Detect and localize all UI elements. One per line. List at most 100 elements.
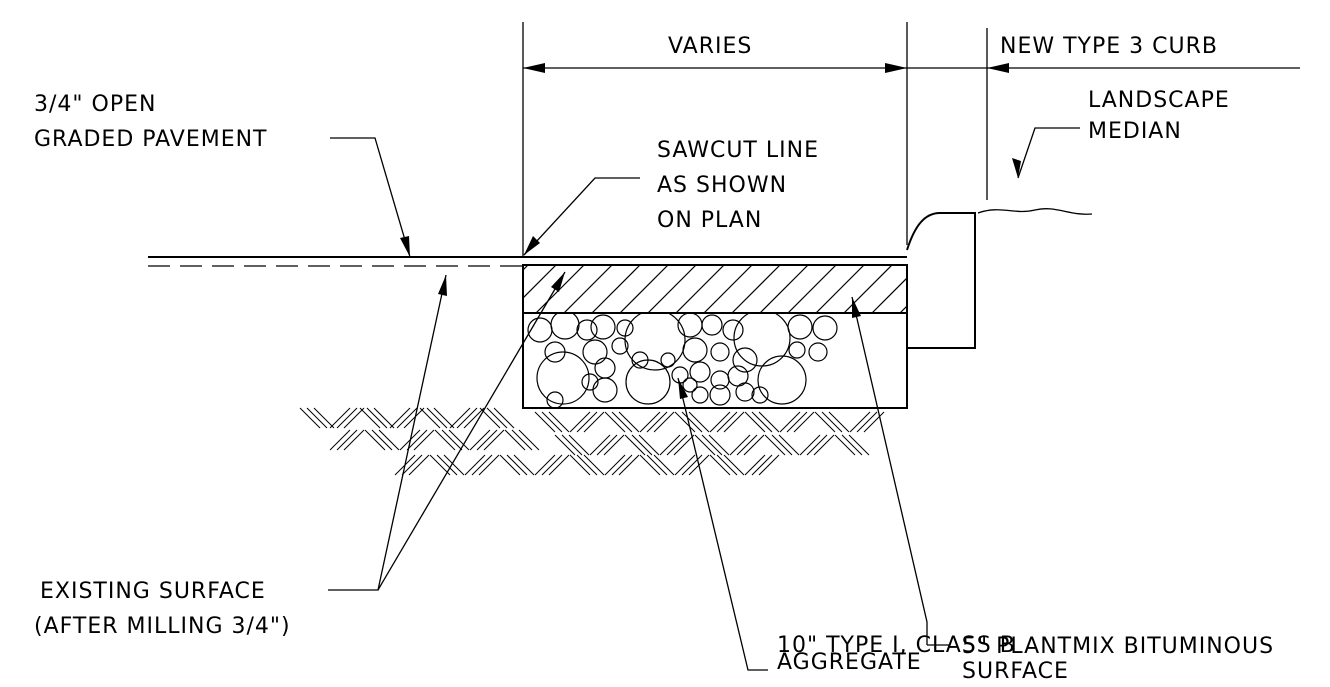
asphalt-hatch-line (956, 265, 1004, 313)
subgrade-hatch-cell (499, 454, 535, 476)
aggregate-stone (733, 313, 791, 367)
asphalt-hatch-line (871, 277, 907, 313)
landscape-label-line1: LANDSCAPE (1088, 88, 1230, 113)
asphalt-hatch-line (591, 265, 641, 313)
aggregate-stone (625, 359, 671, 405)
aggregate-stone (660, 352, 676, 368)
subgrade-hatch-cell (709, 454, 745, 476)
aggregate-stone (808, 342, 828, 362)
asphalt-hatch-line (675, 265, 725, 313)
subgrade-hatch-cell (394, 454, 430, 476)
aggregate-stone (812, 315, 838, 341)
aggregate-stone (710, 370, 730, 390)
subgrade-hatch-cell (674, 454, 710, 476)
dimension-varies: VARIES NEW TYPE 3 CURB (522, 22, 1300, 258)
subgrade-hatch-cell (479, 407, 515, 429)
plantmix-label-line2: SURFACE (962, 659, 1069, 684)
plantmix-asphalt-layer (522, 264, 1004, 314)
subgrade-hatch-cell (659, 434, 695, 456)
subgrade-hatch-cell (554, 434, 590, 456)
aggregate-stone (550, 313, 580, 340)
aggregate-stone (536, 351, 590, 405)
subgrade-hatch-cell (534, 454, 570, 476)
subgrade-hatch (299, 407, 885, 476)
subgrade-hatch-cell (779, 411, 815, 433)
subgrade-hatch-cell (639, 411, 675, 433)
aggregate-stone (682, 377, 698, 393)
aggregate-stone (594, 357, 616, 379)
new-curb-label: NEW TYPE 3 CURB (1000, 34, 1218, 59)
subgrade-hatch-cell (399, 429, 435, 451)
subgrade-hatch-cell (429, 454, 465, 476)
subgrade-hatch-cell (569, 454, 605, 476)
asphalt-hatch-line (928, 265, 976, 313)
aggregate-stone (611, 337, 629, 355)
aggregate-label-line2: AGGREGATE (777, 650, 922, 675)
open-graded-label-line1: 3/4" OPEN (34, 92, 156, 117)
subgrade-hatch-cell (799, 434, 835, 456)
sawcut-label-line1: SAWCUT LINE (657, 138, 819, 163)
subgrade-hatch-cell (624, 434, 660, 456)
asphalt-hatch-line (759, 265, 809, 313)
asphalt-hatch-line (731, 265, 781, 313)
subgrade-hatch-cell (329, 429, 365, 451)
subgrade-hatch-cell (569, 411, 605, 433)
varies-label: VARIES (668, 34, 752, 59)
aggregate-stone (546, 391, 564, 408)
aggregate-stone (590, 314, 616, 340)
aggregate-stone (671, 366, 689, 384)
aggregate-stone (732, 347, 758, 373)
subgrade-hatch-cell (419, 407, 455, 429)
subgrade-hatch-cell (709, 411, 745, 433)
aggregate-stone (710, 342, 730, 362)
aggregate-stone (576, 319, 598, 341)
asphalt-hatch-line (647, 265, 697, 313)
asphalt-hatch-line (535, 265, 585, 313)
subgrade-hatch-cell (694, 434, 730, 456)
subgrade-hatch-cell (464, 454, 500, 476)
subgrade-hatch-cell (639, 454, 675, 476)
existing-surface-label-line2: (AFTER MILLING 3/4") (34, 614, 291, 639)
subgrade-hatch-cell (329, 407, 365, 429)
type-3-curb (906, 208, 1093, 349)
aggregate-stone (757, 355, 807, 405)
aggregate-stone (735, 382, 755, 402)
subgrade-hatch-cell (814, 411, 850, 433)
aggregate-base-layer (522, 312, 908, 409)
subgrade-hatch-cell (364, 429, 400, 451)
leader-lines (328, 127, 1080, 671)
asphalt-hatch-line (703, 265, 753, 313)
aggregate-label-line1: 10" TYPE I, CLASS B (777, 633, 1016, 658)
subgrade-hatch-cell (744, 411, 780, 433)
subgrade-hatch-cell (729, 434, 765, 456)
subgrade-hatch-cell (604, 411, 640, 433)
subgrade-hatch-cell (744, 454, 780, 476)
aggregate-stone (691, 386, 709, 404)
subgrade-hatch-cell (469, 429, 505, 451)
subgrade-hatch-cell (534, 411, 570, 433)
subgrade-hatch-cell (299, 407, 335, 429)
sawcut-label-line3: ON PLAN (657, 208, 762, 233)
asphalt-hatch-line (523, 265, 529, 271)
subgrade-hatch-cell (449, 407, 485, 429)
subgrade-hatch-cell (604, 454, 640, 476)
labels: 3/4" OPEN GRADED PAVEMENT LANDSCAPE MEDI… (34, 88, 1273, 684)
subgrade-hatch-cell (434, 429, 470, 451)
subgrade-hatch-cell (849, 411, 885, 433)
aggregate-stone (788, 341, 806, 359)
aggregate-stone (709, 384, 731, 406)
subgrade-hatch-cell (389, 407, 425, 429)
asphalt-hatch-line (523, 265, 557, 299)
asphalt-hatch-line (815, 265, 865, 313)
aggregate-stone (689, 361, 711, 383)
landscape-label-line2: MEDIAN (1088, 119, 1182, 144)
subgrade-hatch-cell (764, 434, 800, 456)
subgrade-hatch-cell (674, 411, 710, 433)
sawcut-label-line2: AS SHOWN (657, 173, 787, 198)
subgrade-hatch-cell (834, 434, 870, 456)
aggregate-stone (722, 319, 744, 341)
aggregate-stone (592, 377, 618, 403)
aggregate-stone (751, 386, 769, 404)
aggregate-stone (787, 314, 813, 340)
